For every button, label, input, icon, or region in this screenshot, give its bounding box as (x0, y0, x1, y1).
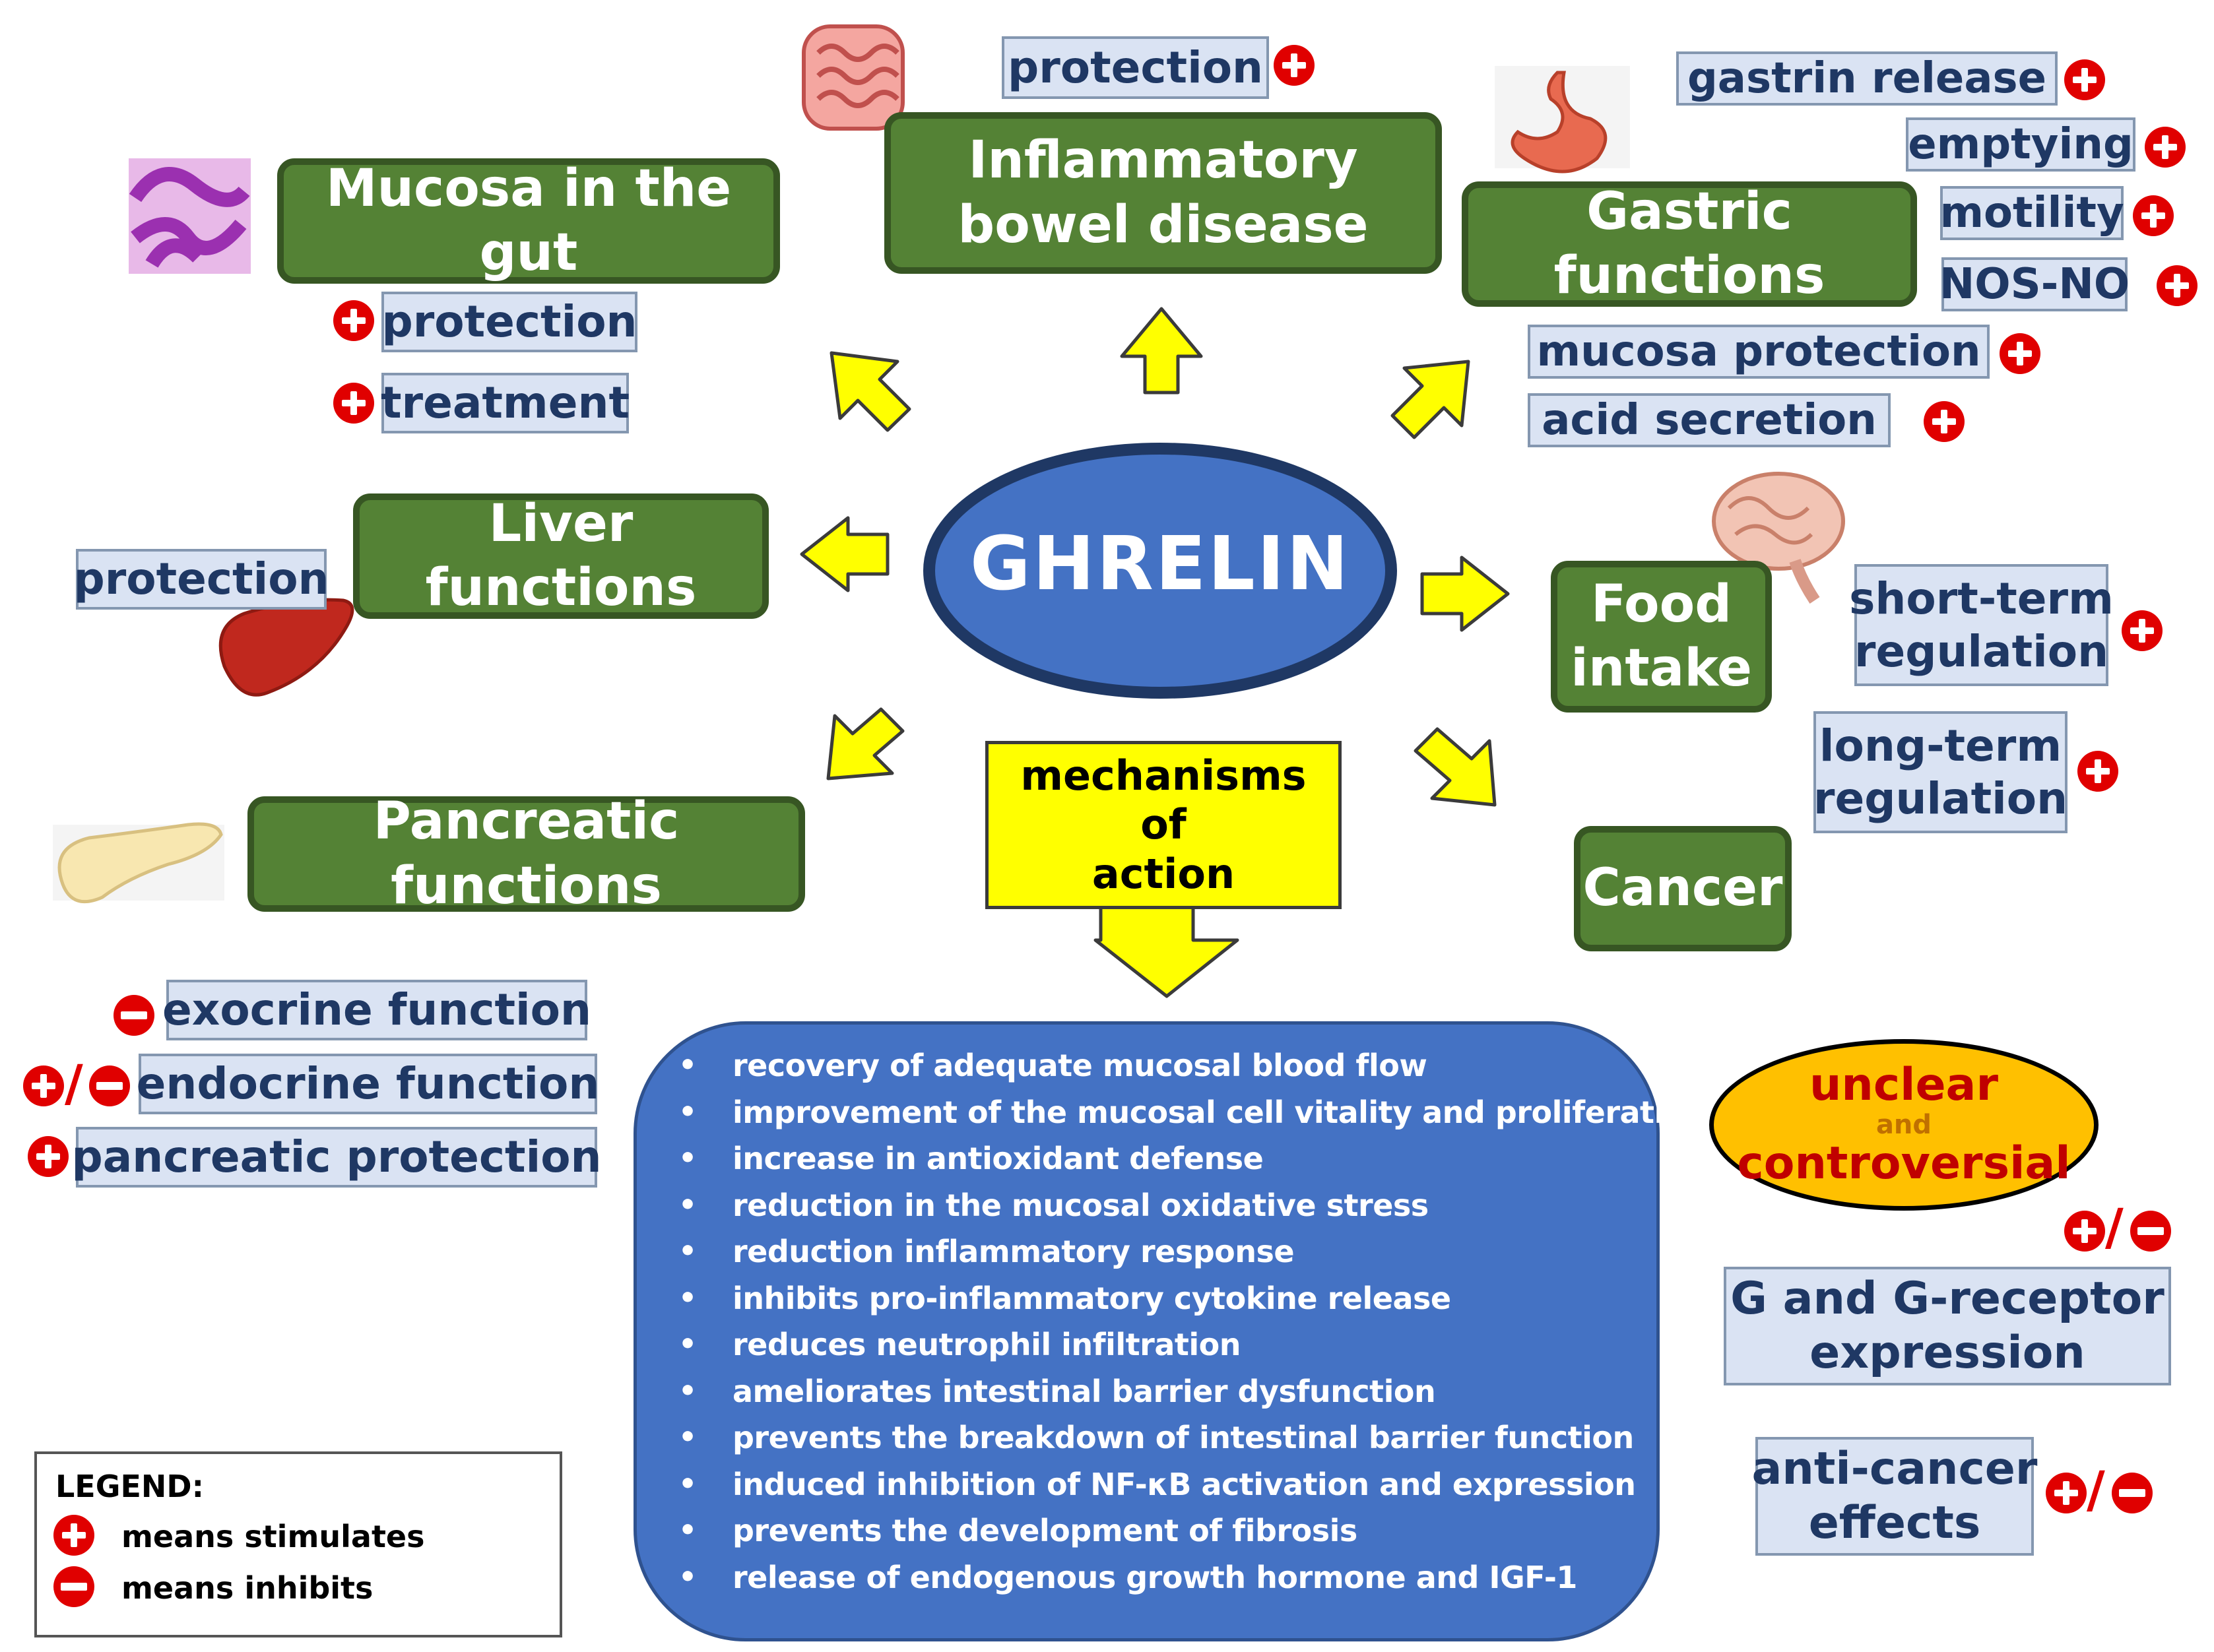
mechanism-item: induced inhibition of NF-κB activation a… (667, 1461, 1706, 1508)
label-motility: motility (1939, 186, 2124, 240)
mechanism-item: release of endogenous growth hormone and… (667, 1554, 1706, 1601)
arrow-left (800, 516, 890, 592)
node-pancreatic-functions: Pancreatic functions (247, 792, 805, 916)
minus-icon (89, 1065, 130, 1106)
label-ibd-protection: protection (1002, 36, 1269, 99)
plus-icon (1924, 401, 1965, 442)
node-food-intake: Food intake (1551, 561, 1772, 713)
label-gastric-mucosa-protection: mucosa protection (1528, 325, 1990, 379)
anti-cancer-line2: effects (1808, 1497, 1981, 1549)
plus-icon (333, 300, 374, 341)
label-g-receptor-expression: G and G-receptor expression (1724, 1267, 2171, 1385)
slash-separator: / (2087, 1460, 2105, 1519)
mechanism-item: improvement of the mucosal cell vitality… (667, 1089, 1707, 1136)
slash-separator: / (65, 1054, 83, 1112)
arrow-right (1420, 556, 1510, 632)
legend-title: LEGEND: (55, 1469, 204, 1504)
mechanisms-title-line1: mechanisms (1020, 751, 1307, 800)
intestine-icon (802, 24, 905, 131)
mechanisms-title-line2: of (1140, 800, 1187, 849)
label-mucosa-treatment: treatment (381, 373, 630, 433)
node-liver-functions: Liver functions (353, 493, 769, 619)
mechanism-item: increase in antioxidant defense (667, 1135, 1706, 1182)
liver-icon (218, 598, 354, 697)
mechanism-item: prevents the development of fibrosis (667, 1508, 1706, 1554)
mechanism-item: inhibits pro-inflammatory cytokine relea… (667, 1275, 1706, 1322)
node-mucosa-in-the-gut: Mucosa in the gut (277, 158, 780, 284)
arrow-down-left (826, 707, 905, 780)
ghrelin-ellipse (923, 443, 1397, 699)
legend-box: LEGEND: means stimulates means inhibits (34, 1451, 562, 1637)
long-term-line2: regulation (1813, 773, 2068, 824)
label-nos-no: NOS-NO (1939, 257, 2130, 311)
mechanism-item: recovery of adequate mucosal blood flow (667, 1042, 1706, 1089)
label-acid-secretion: acid secretion (1528, 393, 1891, 447)
label-mucosa-protection: protection (381, 292, 637, 352)
minus-icon (2112, 1473, 2153, 1513)
plus-icon (2122, 610, 2163, 651)
label-emptying: emptying (1906, 117, 2135, 172)
unclear-line1: unclear (1809, 1059, 1998, 1112)
label-liver-protection: protection (73, 549, 329, 610)
plus-icon (28, 1136, 69, 1177)
pancreas-icon (53, 822, 224, 904)
label-exocrine-function: exocrine function (162, 980, 591, 1040)
plus-icon (2157, 265, 2198, 306)
ghrelin-label: GHRELIN (969, 521, 1351, 607)
slash-separator: / (2105, 1197, 2124, 1256)
mechanism-item: reduces neutrophil infiltration (667, 1321, 1706, 1368)
legend-plus-text: means stimulates (121, 1519, 425, 1554)
mechanism-item: prevents the breakdown of intestinal bar… (667, 1414, 1706, 1461)
mucosa-tissue-icon (129, 158, 251, 274)
arrow-up-right (1390, 360, 1470, 439)
anti-cancer-line1: anti-cancer (1751, 1443, 2038, 1496)
label-gastrin-release: gastrin release (1676, 51, 2058, 106)
plus-icon (2064, 59, 2105, 100)
short-term-line1: short-term (1849, 573, 2114, 625)
mechanisms-title-line3: action (1091, 849, 1235, 898)
plus-icon (333, 383, 374, 424)
plus-icon (2077, 751, 2118, 792)
plus-icon (2133, 195, 2174, 236)
node-cancer: Cancer (1574, 826, 1792, 951)
mechanism-item: reduction inflammatory response (667, 1228, 1706, 1275)
label-endocrine-function: endocrine function (137, 1054, 599, 1114)
stomach-icon (1495, 66, 1630, 174)
plus-icon (23, 1065, 64, 1106)
node-gastric-functions: Gastric functions (1462, 181, 1917, 307)
minus-icon (2130, 1211, 2171, 1252)
node-inflammatory-bowel-disease: Inflammatory bowel disease (884, 112, 1442, 274)
arrow-down-mechanisms (1093, 905, 1239, 998)
plus-icon (2046, 1473, 2087, 1513)
arrow-down-right (1414, 727, 1497, 807)
mechanism-item: ameliorates intestinal barrier dysfuncti… (667, 1368, 1706, 1415)
g-receptor-line1: G and G-receptor (1730, 1273, 2165, 1325)
label-long-term-regulation: long-term regulation (1813, 711, 2067, 833)
unclear-controversial-ellipse: unclear and controversial (1709, 1039, 2099, 1211)
label-anti-cancer-effects: anti-cancer effects (1752, 1437, 2037, 1556)
minus-icon (53, 1566, 94, 1607)
label-short-term-regulation: short-term regulation (1849, 564, 2114, 686)
plus-icon (2145, 127, 2186, 168)
plus-icon (2000, 333, 2040, 374)
arrow-up-left (830, 351, 911, 432)
long-term-line1: long-term (1819, 720, 2062, 772)
plus-icon (2064, 1211, 2105, 1252)
minus-icon (114, 995, 154, 1036)
g-receptor-line2: expression (1809, 1327, 2085, 1379)
short-term-line2: regulation (1854, 625, 2109, 677)
plus-icon (53, 1515, 94, 1556)
unclear-line2: and (1875, 1110, 1932, 1140)
mechanisms-of-action-box: mechanisms of action (985, 741, 1342, 909)
label-pancreatic-protection: pancreatic protection (71, 1127, 602, 1188)
mechanisms-list: recovery of adequate mucosal blood flow … (667, 1042, 1707, 1601)
legend-minus-text: means inhibits (121, 1570, 374, 1606)
arrow-up (1120, 307, 1203, 395)
plus-icon (1274, 45, 1315, 86)
brain-icon (1712, 472, 1845, 604)
unclear-line3: controversial (1737, 1137, 2071, 1190)
mechanism-item: reduction in the mucosal oxidative stres… (667, 1182, 1706, 1229)
